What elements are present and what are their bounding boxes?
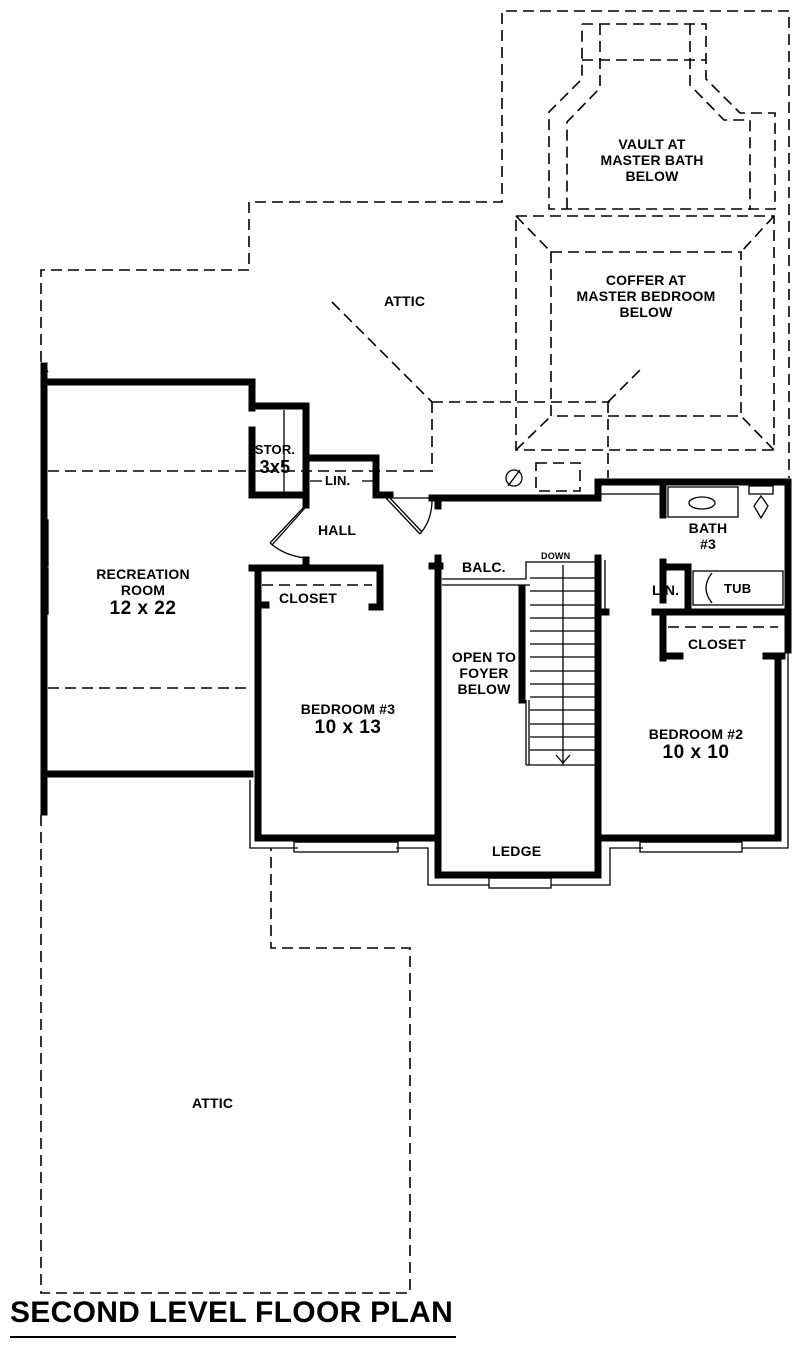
attic-outline-bottom (40, 815, 411, 1294)
vault-outline-outer (548, 23, 776, 210)
coffer-outline-outer (515, 215, 775, 451)
bathtub (692, 570, 784, 606)
bedroom3-label: BEDROOM #3 10 x 13 (300, 701, 396, 739)
attic-outline-top (40, 10, 790, 478)
sink (688, 496, 716, 510)
ledge-label: LEDGE (492, 843, 542, 859)
attic-access (535, 462, 581, 492)
closet-bedroom2-label: CLOSET (688, 636, 746, 652)
walls (40, 362, 792, 879)
windows (41, 519, 743, 889)
toilet-tank (748, 485, 774, 495)
storage-label: STOR. 3x5 (254, 442, 296, 477)
linen-hall-label: LIN. (325, 473, 351, 488)
linen-bath-label: LIN. (652, 582, 680, 598)
tub-label: TUB (724, 581, 752, 596)
dashed-outlines (40, 10, 790, 1294)
thin-lines (41, 365, 789, 889)
hip-line (331, 301, 433, 403)
attic-top-label: ATTIC (384, 293, 426, 309)
stair-treads (525, 565, 596, 766)
plan-title: SECOND LEVEL FLOOR PLAN (10, 1296, 454, 1329)
vent-symbol (505, 469, 523, 487)
attic-bottom-label: ATTIC (192, 1095, 234, 1111)
hall-label: HALL (318, 522, 357, 538)
bedroom2-label: BEDROOM #2 10 x 10 (648, 726, 744, 764)
closet-bedroom3-label: CLOSET (279, 590, 337, 606)
vault-label: VAULT AT MASTER BATH BELOW (600, 136, 704, 185)
bath3-label: BATH #3 (688, 520, 728, 553)
stairs-down-label: DOWN (541, 551, 571, 561)
toilet-bowl (753, 494, 769, 520)
open-to-foyer-label: OPEN TO FOYER BELOW (451, 649, 517, 698)
balcony-label: BALC. (462, 559, 506, 575)
title-underline (10, 1336, 456, 1338)
recreation-room-label: RECREATION ROOM 12 x 22 (96, 566, 190, 620)
vault-outline-inner (566, 24, 601, 210)
coffer-outline-inner (550, 251, 742, 417)
coffer-label: COFFER AT MASTER BEDROOM BELOW (576, 272, 716, 321)
